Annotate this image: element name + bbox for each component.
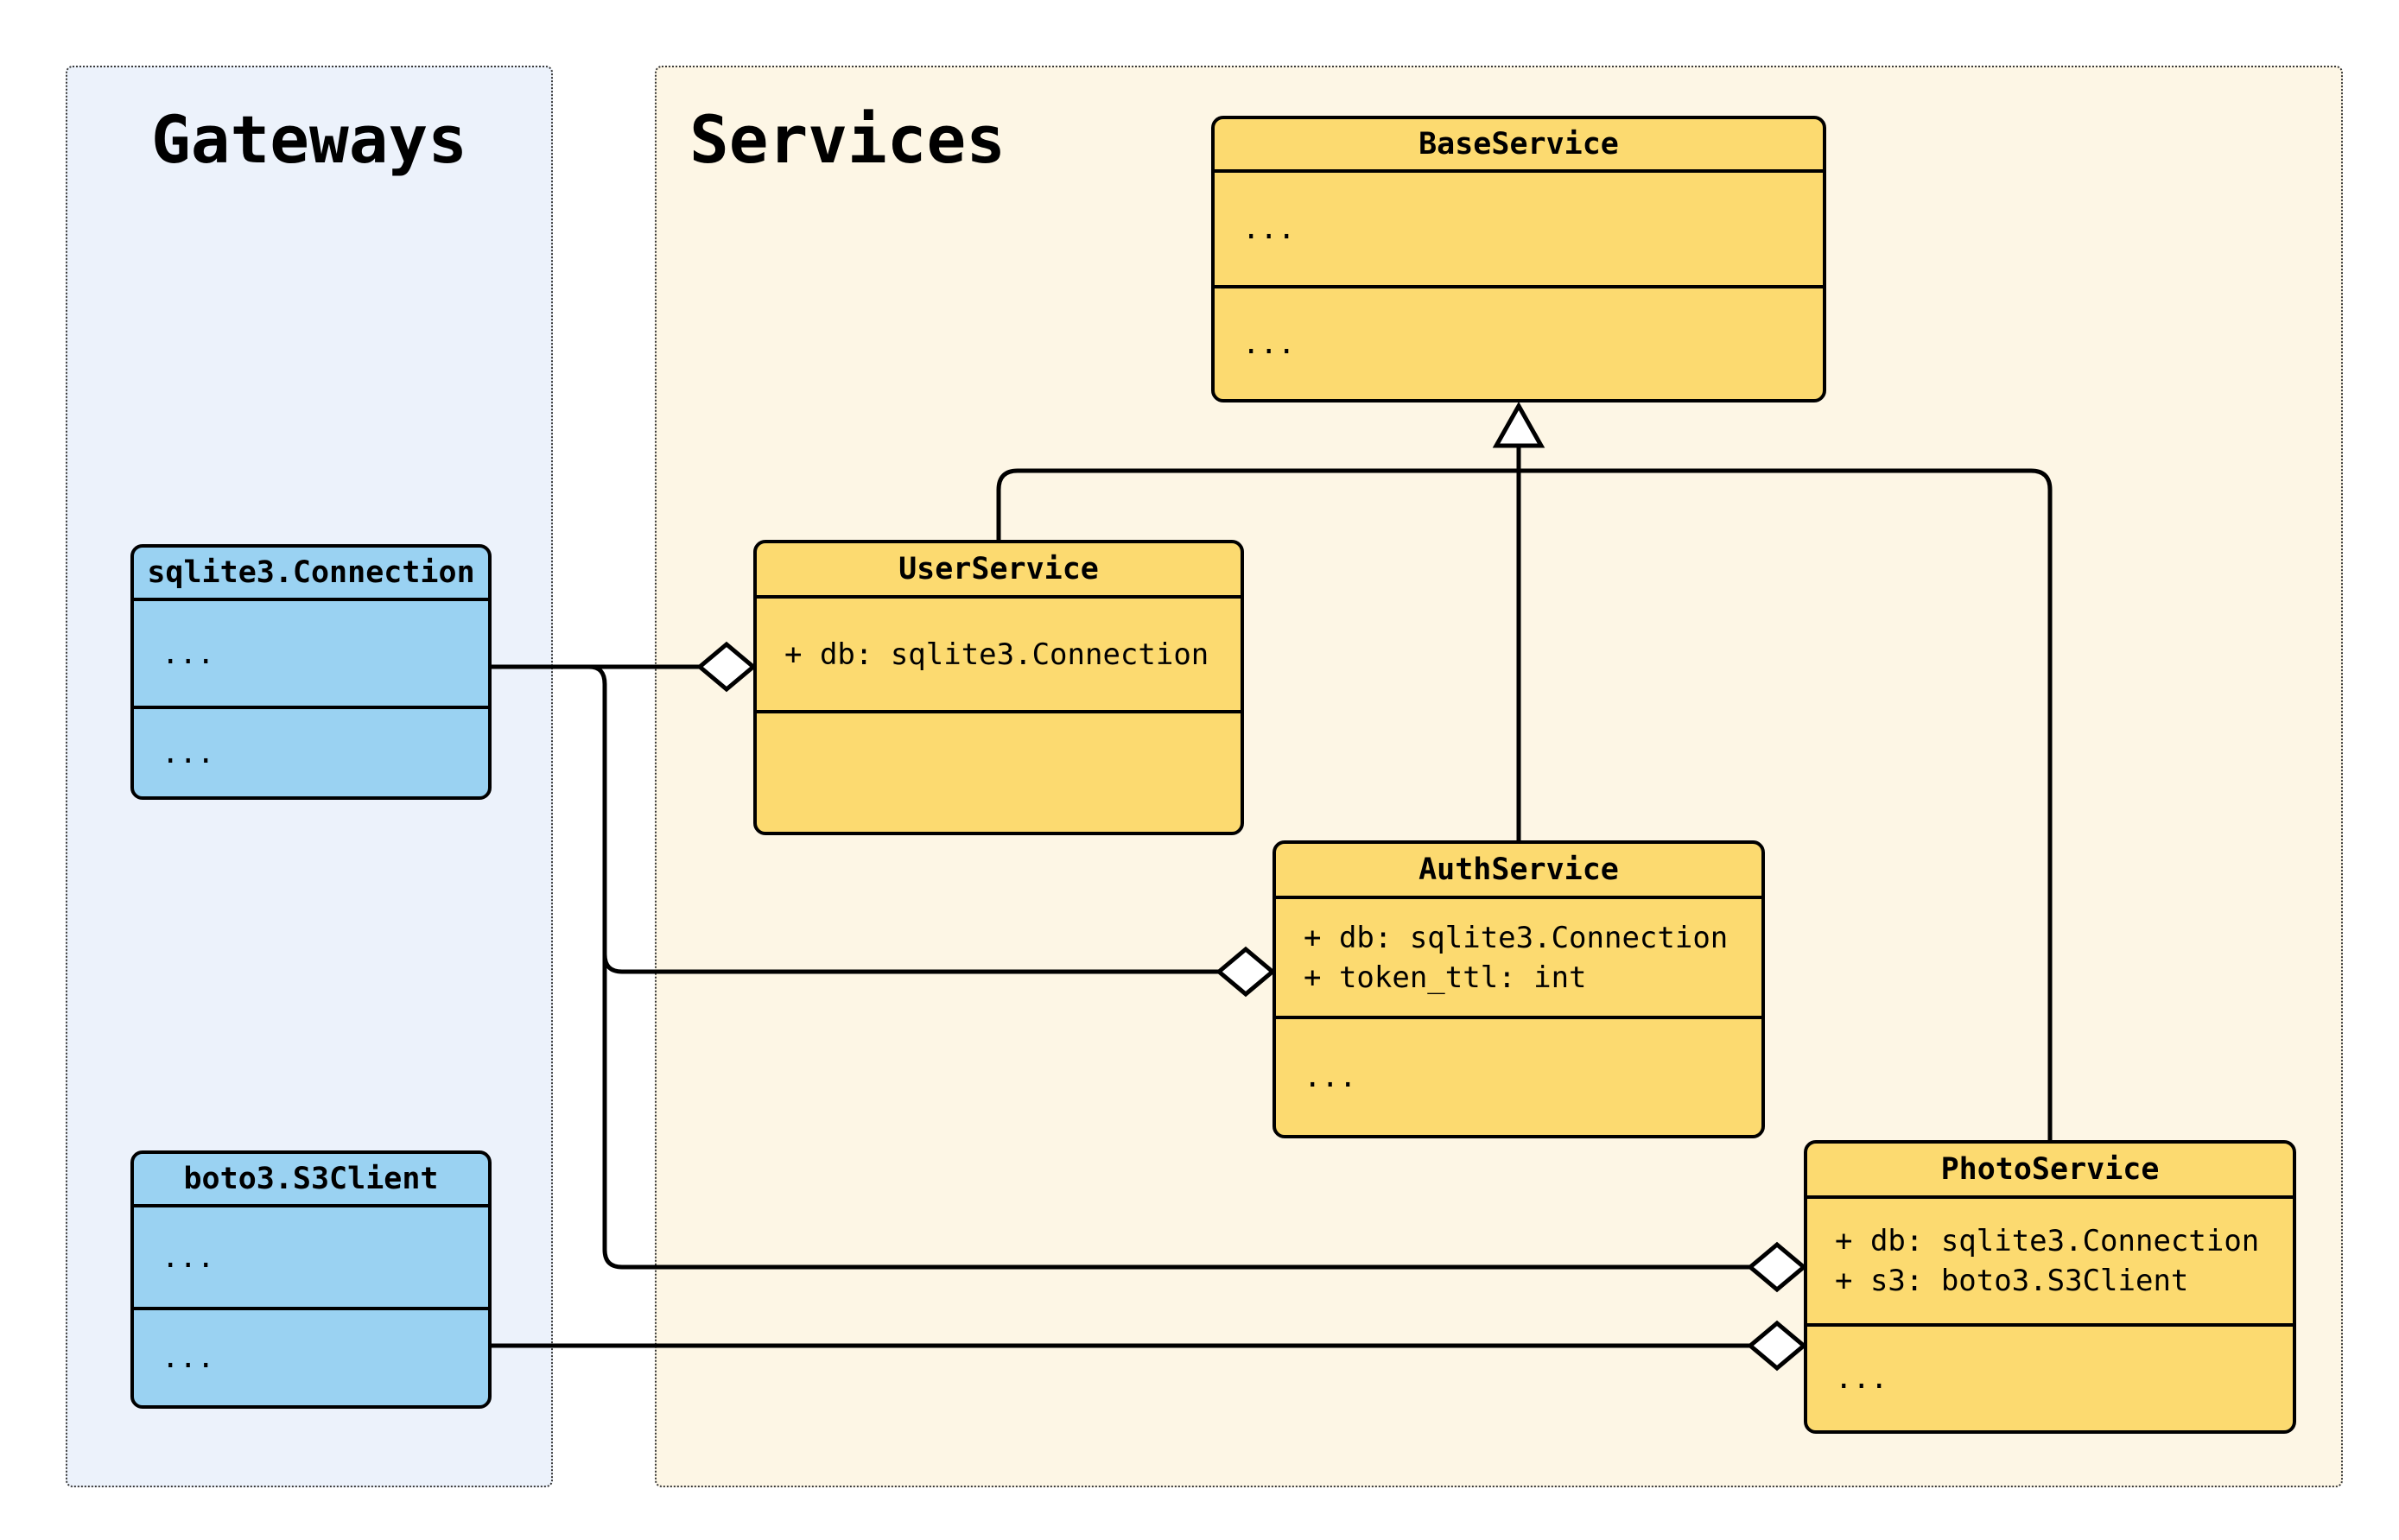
attribute-line: + db: sqlite3.Connection: [784, 637, 1209, 672]
attribute-line: + token_ttl: int: [1304, 960, 1587, 995]
method-line: ...: [162, 1340, 215, 1375]
class-methods: ...: [1276, 1019, 1761, 1135]
class-title: boto3.S3Client: [134, 1154, 488, 1207]
class-methods: ...: [1215, 288, 1823, 399]
class-title: sqlite3.Connection: [134, 548, 488, 601]
class-title: AuthService: [1276, 844, 1761, 899]
class-box-authservice: AuthService + db: sqlite3.Connection + t…: [1272, 840, 1765, 1138]
method-line: ...: [1835, 1361, 1888, 1396]
class-attributes: ...: [134, 1207, 488, 1310]
class-attributes: ...: [1215, 173, 1823, 288]
attribute-line: + s3: boto3.S3Client: [1835, 1264, 2189, 1298]
class-attributes: + db: sqlite3.Connection: [757, 599, 1241, 713]
class-title: BaseService: [1215, 119, 1823, 173]
group-gateways-title: Gateways: [150, 101, 468, 178]
class-box-boto3-s3client: boto3.S3Client ... ...: [130, 1150, 492, 1409]
class-attributes: ...: [134, 601, 488, 709]
class-box-sqlite3-connection: sqlite3.Connection ... ...: [130, 544, 492, 800]
class-box-photoservice: PhotoService + db: sqlite3.Connection + …: [1804, 1140, 2296, 1434]
attribute-line: ...: [1242, 212, 1296, 246]
class-title: UserService: [757, 543, 1241, 599]
method-line: ...: [162, 735, 215, 770]
class-methods: [757, 713, 1241, 832]
attribute-line: + db: sqlite3.Connection: [1304, 920, 1729, 955]
class-attributes: + db: sqlite3.Connection + s3: boto3.S3C…: [1807, 1199, 2293, 1327]
attribute-line: ...: [162, 636, 215, 671]
attribute-line: + db: sqlite3.Connection: [1835, 1224, 2260, 1258]
class-methods: ...: [1807, 1327, 2293, 1430]
method-line: ...: [1242, 326, 1296, 361]
class-box-baseservice: BaseService ... ...: [1211, 116, 1826, 402]
method-line: ...: [1304, 1060, 1357, 1094]
class-methods: ...: [134, 1310, 488, 1405]
group-services-title: Services: [689, 101, 1006, 178]
class-title: PhotoService: [1807, 1144, 2293, 1199]
class-box-userservice: UserService + db: sqlite3.Connection: [753, 540, 1244, 835]
attribute-line: ...: [162, 1239, 215, 1275]
class-attributes: + db: sqlite3.Connection + token_ttl: in…: [1276, 899, 1761, 1019]
class-methods: ...: [134, 709, 488, 796]
